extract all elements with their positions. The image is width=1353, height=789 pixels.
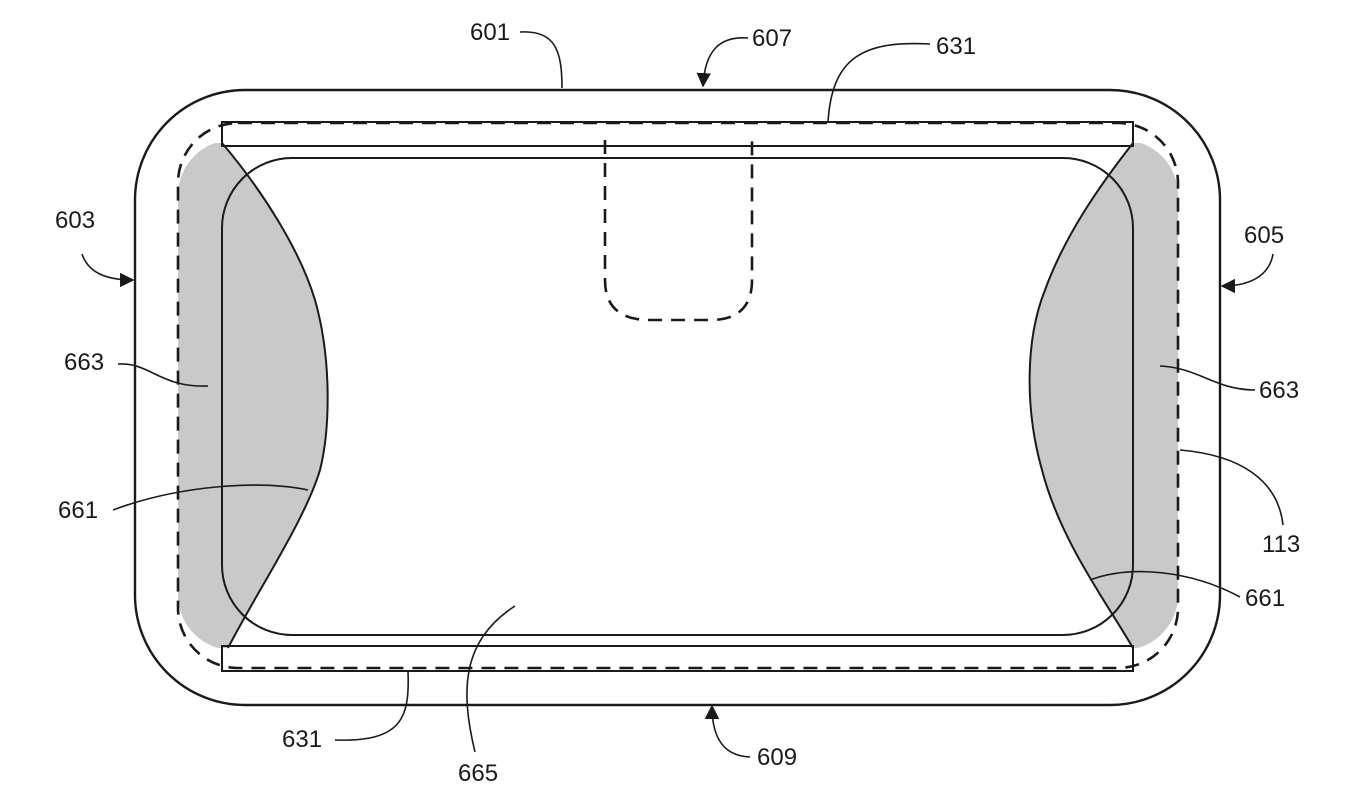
inner-display [221,157,1134,636]
leader-605 [1220,253,1274,294]
leader-609 [704,704,751,758]
label-661-right: 661 [1245,585,1285,612]
boundary-line-right [1028,142,1134,649]
leader-661-right [1089,570,1241,598]
label-665: 665 [458,760,498,787]
label-661-left: 661 [58,497,98,524]
label-601: 601 [470,19,510,46]
label-607: 607 [752,25,792,52]
shaded-region-left [178,143,328,648]
label-603: 603 [55,207,95,234]
leader-663-right [1159,365,1256,391]
label-609: 609 [757,744,797,771]
leader-631-bottom [334,671,410,741]
top-bar [221,121,1134,147]
label-605: 605 [1244,222,1284,249]
label-631-top: 631 [936,33,976,60]
leader-665 [466,605,516,753]
leader-601 [519,31,563,89]
label-113: 113 [1262,531,1300,558]
label-631-bottom: 631 [282,726,322,753]
label-663-left: 663 [64,349,104,376]
label-663-right: 663 [1259,377,1299,404]
bottom-bar [221,645,1134,672]
leader-631-top [827,42,931,123]
shaded-region-right [1029,143,1178,648]
boundary-line-left [221,142,329,649]
dashed-notch [603,140,754,322]
leader-113 [1179,449,1284,526]
outer-housing [133,88,1222,707]
leader-607 [696,37,749,88]
leader-603 [81,253,135,288]
leader-663-left [117,363,209,387]
leader-661-left [112,484,309,511]
